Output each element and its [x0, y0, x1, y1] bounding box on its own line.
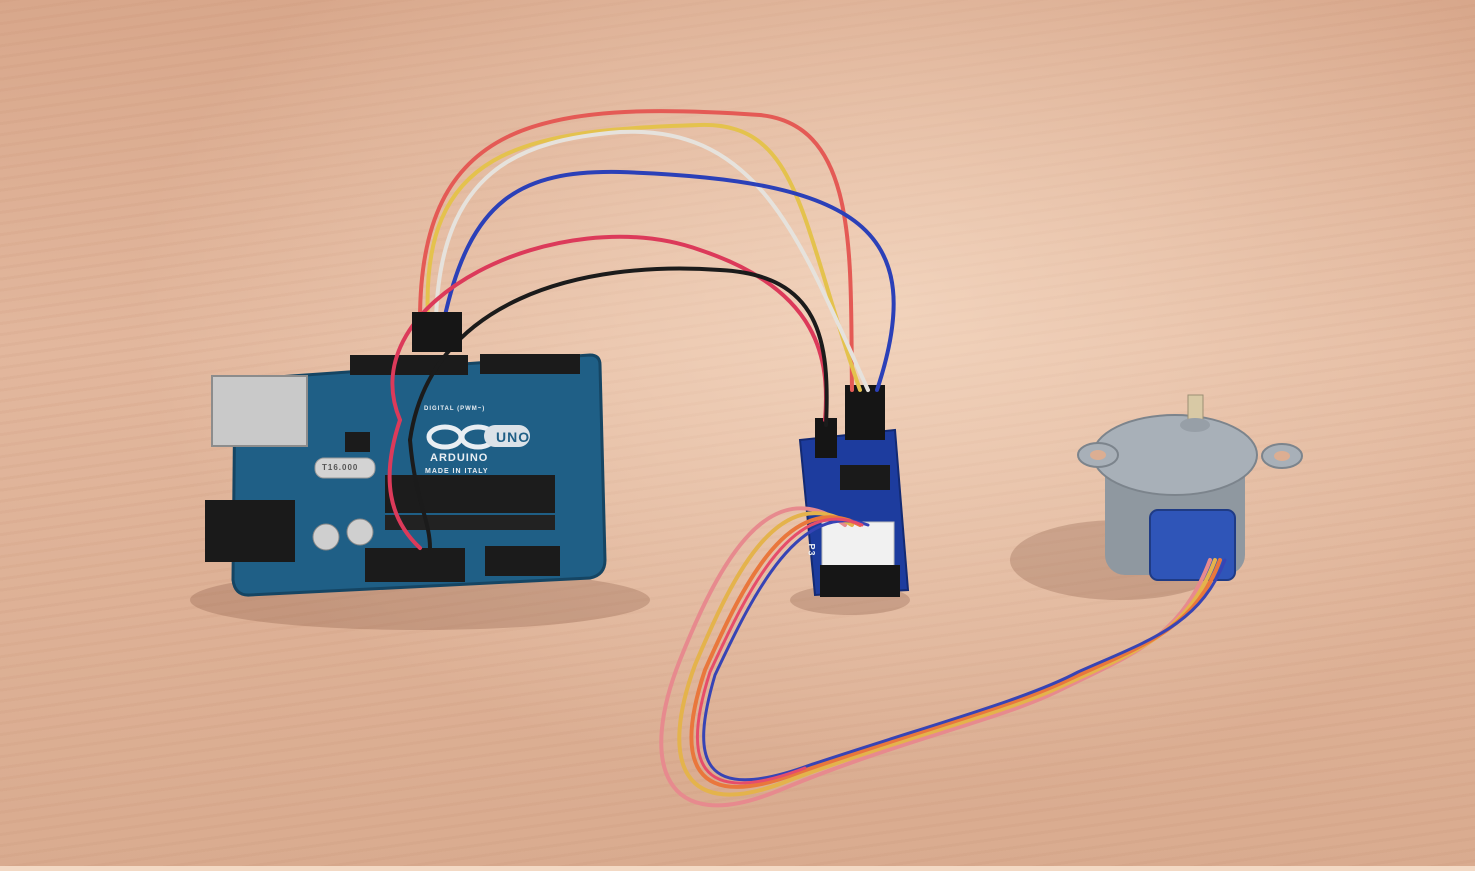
- arduino-model-label: UNO: [496, 429, 531, 445]
- driver-board: [798, 385, 910, 597]
- bottom-edge: [0, 866, 1475, 871]
- jumper-wires: [387, 109, 1227, 808]
- stepper-motor: [1077, 394, 1303, 581]
- arduino-origin-label: MADE IN ITALY: [425, 468, 489, 475]
- arduino-brand-label: ARDUINO: [430, 452, 489, 464]
- driver-connector-label: P3: [806, 543, 817, 557]
- arduino-board: [205, 353, 607, 597]
- crystal-label: T16.000: [322, 463, 359, 472]
- digital-header-label: DIGITAL (PWM~): [424, 406, 486, 412]
